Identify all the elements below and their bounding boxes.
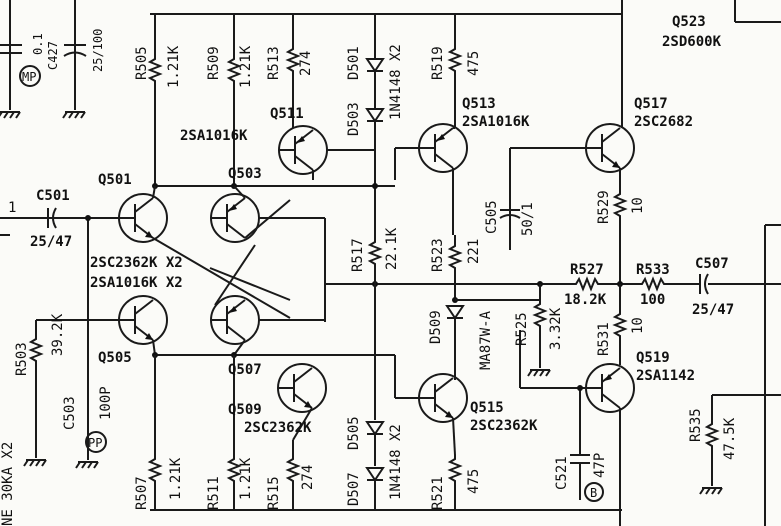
r505-value: 1.21K — [166, 45, 182, 88]
r533-value: 100 — [640, 292, 665, 308]
r519-value: 475 — [466, 51, 482, 76]
q501-type-1: 2SC2362K X2 — [90, 255, 183, 271]
r505-label: R505 — [134, 46, 150, 80]
mp-label: MP — [22, 70, 36, 84]
c501-value: 25/47 — [30, 234, 72, 250]
q519-type: 2SA1142 — [636, 368, 695, 384]
r519-label: R519 — [430, 46, 446, 80]
q507-label: Q507 — [228, 362, 262, 378]
q501-label: Q501 — [98, 172, 132, 188]
q507-type: 2SC2362K — [244, 420, 312, 436]
q523-type: 2SD600K — [662, 34, 722, 50]
pp-marker — [85, 431, 107, 453]
q517-type: 2SC2682 — [634, 114, 693, 130]
q507-transistor — [277, 363, 327, 413]
r527-label: R527 — [570, 262, 604, 278]
c501-label: C501 — [36, 188, 70, 204]
b-marker — [584, 482, 604, 502]
r529-value: 10 — [630, 197, 646, 214]
r521-value: 475 — [466, 469, 482, 494]
r521-label: R521 — [430, 476, 446, 510]
d505-part: 1N4148 X2 — [388, 424, 404, 500]
d501-part: 1N4148 X2 — [388, 44, 404, 120]
q505-label: Q505 — [98, 350, 132, 366]
r503-value: 39.2K — [50, 313, 66, 356]
d509-label: D509 — [428, 310, 444, 344]
d505-label: D505 — [346, 416, 362, 450]
r523-value: 221 — [466, 239, 482, 264]
d503-label: D503 — [346, 102, 362, 136]
q511-label: Q511 — [270, 106, 304, 122]
d509-type: MA87W-A — [478, 310, 494, 370]
q515-transistor — [418, 373, 468, 423]
r531-value: 10 — [630, 317, 646, 334]
c505-label: C505 — [484, 200, 500, 234]
r511-value: 1.21K — [238, 457, 254, 500]
r525-value: 3.32K — [548, 307, 564, 350]
r523-label: R523 — [430, 238, 446, 272]
r533-label: R533 — [636, 262, 670, 278]
r509-value: 1.21K — [238, 45, 254, 88]
q501-type-2: 2SA1016K X2 — [90, 275, 183, 291]
edge-label: NE 30KA X2 — [0, 442, 16, 526]
r531-label: R531 — [596, 322, 612, 356]
r513-label: R513 — [266, 46, 282, 80]
d501-label: D501 — [346, 46, 362, 80]
c507-label: C507 — [695, 256, 729, 272]
c521-value: 47P — [592, 453, 608, 478]
q515-type: 2SC2362K — [470, 418, 538, 434]
r535-label: R535 — [688, 408, 704, 442]
r527-value: 18.2K — [564, 292, 607, 308]
q513-label: Q513 — [462, 96, 496, 112]
mp-value: 0.1 — [31, 33, 45, 55]
q517-transistor — [585, 123, 635, 173]
q515-label: Q515 — [470, 400, 504, 416]
q517-label: Q517 — [634, 96, 668, 112]
r507-label: R507 — [134, 476, 150, 510]
q503-transistor — [210, 193, 260, 243]
r517-label: R517 — [350, 238, 366, 272]
r515-value: 274 — [300, 465, 316, 490]
c521-label: C521 — [554, 456, 570, 490]
q509-transistor — [210, 295, 260, 345]
q523-label: Q523 — [672, 14, 706, 30]
q503-label: Q503 — [228, 166, 262, 182]
q511-type: 2SA1016K — [180, 128, 248, 144]
q511-transistor — [278, 125, 328, 175]
d507-label: D507 — [346, 472, 362, 506]
q501-transistor — [118, 193, 168, 243]
r525-label: R525 — [514, 312, 530, 346]
r509-label: R509 — [206, 46, 222, 80]
r529-label: R529 — [596, 190, 612, 224]
mp-marker — [19, 65, 41, 87]
q513-type: 2SA1016K — [462, 114, 530, 130]
q519-label: Q519 — [636, 350, 670, 366]
c505-value: 50/1 — [520, 202, 536, 236]
r513-value: 274 — [298, 51, 314, 76]
input-label: 1 — [8, 200, 16, 216]
pp-label: PP — [88, 436, 102, 450]
r515-label: R515 — [266, 476, 282, 510]
b-label: B — [590, 486, 597, 500]
c503-value: 100P — [98, 386, 114, 420]
c427-value: 25/100 — [91, 29, 105, 72]
q509-label: Q509 — [228, 402, 262, 418]
q505-transistor — [118, 295, 168, 345]
r535-value: 47.5K — [722, 417, 738, 460]
r503-label: R503 — [14, 342, 30, 376]
q513-transistor — [418, 123, 468, 173]
q519-transistor — [585, 363, 635, 413]
r511-label: R511 — [206, 476, 222, 510]
c427-label: C427 — [46, 41, 60, 70]
r507-value: 1.21K — [168, 457, 184, 500]
c507-value: 25/47 — [692, 302, 734, 318]
c503-label: C503 — [62, 396, 78, 430]
r517-value: 22.1K — [384, 227, 400, 270]
